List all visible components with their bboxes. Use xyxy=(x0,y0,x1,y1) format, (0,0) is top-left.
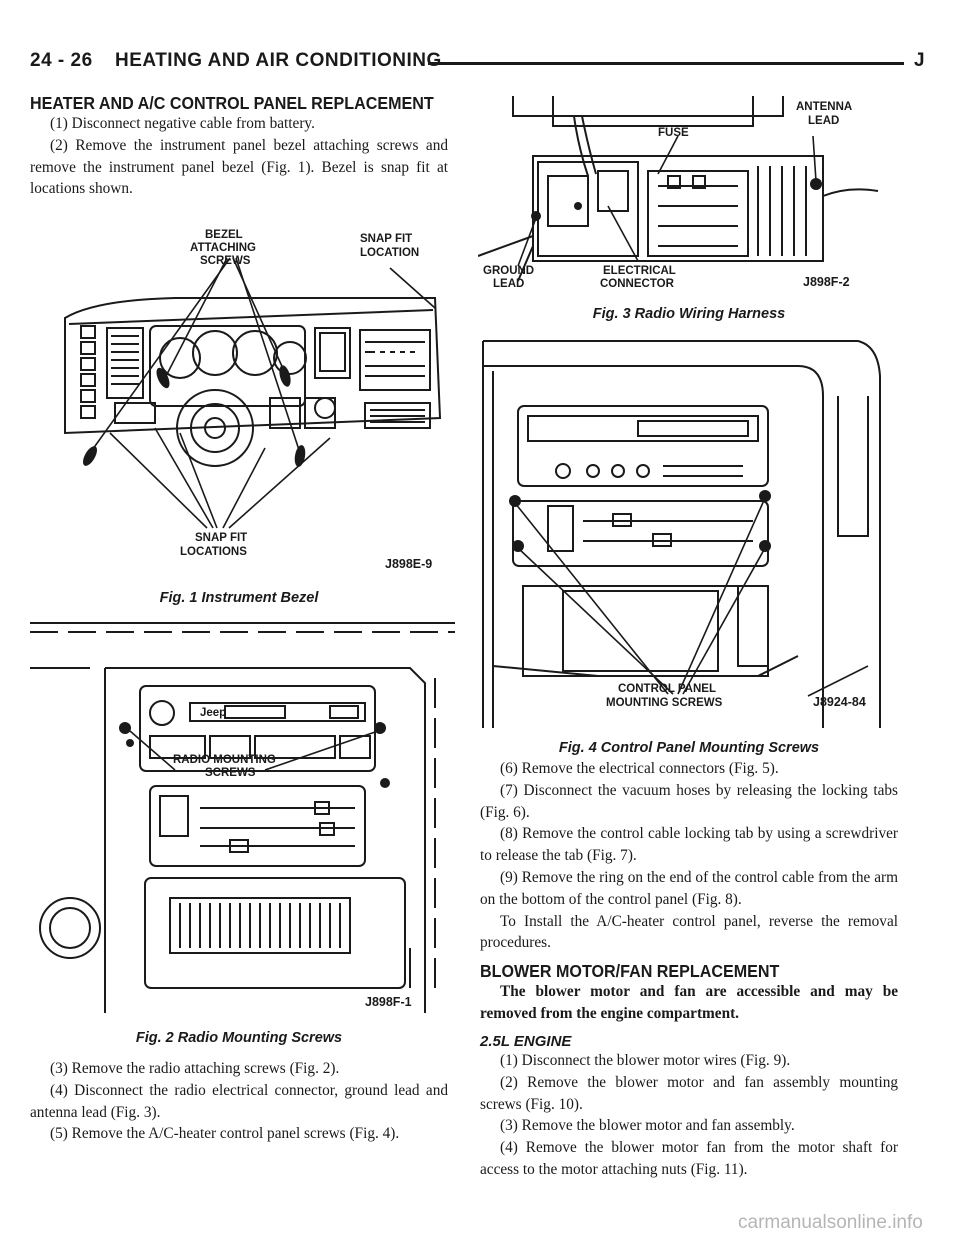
blower-step-3: (3) Remove the blower motor and fan asse… xyxy=(500,1117,795,1135)
instrument-bezel-illustration: BEZEL ATTACHING SCREWS SNAP FIT LOCATION… xyxy=(64,229,442,571)
fig2-caption: Fig. 2 Radio Mounting Screws xyxy=(135,1030,343,1046)
fig1-code: J898E-9 xyxy=(385,557,432,571)
fig2-code: J898F-1 xyxy=(365,995,412,1009)
fig1-label-bezel-1: BEZEL xyxy=(205,229,243,241)
fig4-label-2: MOUNTING SCREWS xyxy=(606,697,723,709)
section1-steps-right: (6) Remove the electrical connectors (Fi… xyxy=(480,758,898,954)
fig1-label-bezel-2: ATTACHING xyxy=(190,242,256,254)
subsection-title-engine: 2.5L ENGINE xyxy=(480,1033,572,1050)
watermark: carmanualsonline.info xyxy=(738,1212,923,1233)
fig1-label-snapfits-1: SNAP FIT xyxy=(195,532,247,544)
fig3-label-fuse: FUSE xyxy=(658,127,689,139)
radio-mounting-illustration: RADIO MOUNTING SCREWS Jeep J898F-1 xyxy=(30,622,455,1013)
fig4-caption: Fig. 4 Control Panel Mounting Screws xyxy=(558,740,820,756)
step-7: (7) Disconnect the vacuum hoses by relea… xyxy=(480,781,898,821)
page-number: 24 - 26 xyxy=(30,50,93,71)
fig3-label-elec-2: CONNECTOR xyxy=(600,278,675,290)
fig3-label-antenna-1: ANTENNA xyxy=(796,101,852,113)
fig4-label-1: CONTROL PANEL xyxy=(618,683,716,695)
section2-steps: (1) Disconnect the blower motor wires (F… xyxy=(480,1050,898,1181)
step-9: (9) Remove the ring on the end of the co… xyxy=(480,868,898,908)
section-header-title: HEATING AND AIR CONDITIONING xyxy=(115,50,442,71)
step-2: (2) Remove the instrument panel bezel at… xyxy=(30,136,448,198)
section1-steps-continued: (3) Remove the radio attaching screws (F… xyxy=(30,1058,448,1145)
step-6: (6) Remove the electrical connectors (Fi… xyxy=(500,760,779,777)
blower-step-4: (4) Remove the blower motor fan from the… xyxy=(480,1139,898,1178)
section2-intro: The blower motor and fan are accessible … xyxy=(480,981,898,1025)
fig3-label-antenna-2: LEAD xyxy=(808,115,839,127)
step-3: (3) Remove the radio attaching screws (F… xyxy=(50,1060,340,1077)
fig1-label-snapfits-2: LOCATIONS xyxy=(180,546,247,558)
control-panel-illustration: CONTROL PANEL MOUNTING SCREWS J8924-84 xyxy=(482,340,881,728)
step-8: (8) Remove the control cable locking tab… xyxy=(480,825,898,865)
figure-radio-mounting-screws: RADIO MOUNTING SCREWS Jeep J898F-1 xyxy=(30,618,455,1018)
fig3-caption: Fig. 3 Radio Wiring Harness xyxy=(592,306,786,322)
fig1-label-snapfit-2: LOCATION xyxy=(360,247,419,259)
fig1-label-snapfit-1: SNAP FIT xyxy=(360,233,412,245)
figure-instrument-bezel: BEZEL ATTACHING SCREWS SNAP FIT LOCATION… xyxy=(55,218,455,583)
fig1-label-bezel-3: SCREWS xyxy=(200,255,251,267)
blower-step-2: (2) Remove the blower motor and fan asse… xyxy=(480,1073,898,1113)
radio-wiring-illustration: FUSE ANTENNA LEAD GROUND LEAD ELECTRICAL… xyxy=(478,96,879,290)
section-title-blower-motor: BLOWER MOTOR/FAN REPLACEMENT xyxy=(480,961,780,981)
step-1: (1) Disconnect negative cable from batte… xyxy=(50,115,315,132)
step-5: (5) Remove the A/C-heater control panel … xyxy=(50,1125,400,1143)
figure-radio-wiring-harness: FUSE ANTENNA LEAD GROUND LEAD ELECTRICAL… xyxy=(478,96,883,296)
step-4: (4) Disconnect the radio electrical conn… xyxy=(30,1081,448,1121)
fig3-label-elec-1: ELECTRICAL xyxy=(603,265,676,277)
fig2-label-1: RADIO MOUNTING xyxy=(173,754,276,766)
section-title-control-panel: HEATER AND A/C CONTROL PANEL REPLACEMENT xyxy=(30,93,434,113)
figure-control-panel-screws: CONTROL PANEL MOUNTING SCREWS J8924-84 xyxy=(478,336,883,728)
blower-step-1: (1) Disconnect the blower motor wires (F… xyxy=(500,1052,791,1069)
fig4-code: J8924-84 xyxy=(813,695,866,709)
header-rule xyxy=(428,62,904,65)
install-note: To Install the A/C-heater control panel,… xyxy=(480,912,898,952)
section2-intro-text: The blower motor and fan are accessible … xyxy=(480,983,898,1022)
header-letter: J xyxy=(914,50,926,71)
fig3-label-ground-2: LEAD xyxy=(493,278,524,290)
fig3-code: J898F-2 xyxy=(803,275,850,289)
section1-steps: (1) Disconnect negative cable from batte… xyxy=(30,113,448,200)
fig3-label-ground-1: GROUND xyxy=(483,265,534,277)
fig1-caption: Fig. 1 Instrument Bezel xyxy=(159,590,319,606)
fig2-label-2: SCREWS xyxy=(205,767,256,779)
fig2-brand: Jeep xyxy=(200,707,226,719)
